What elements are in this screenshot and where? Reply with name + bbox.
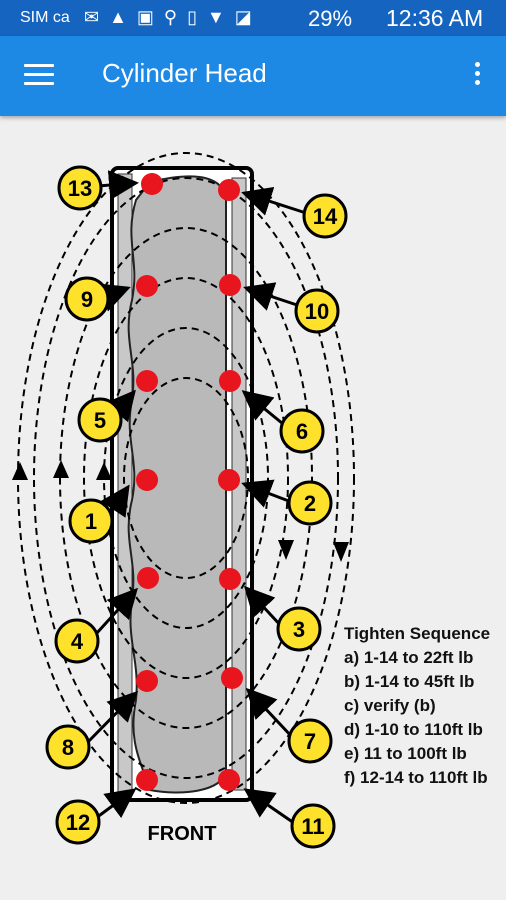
legend-step: b) 1-14 to 45ft lb [344, 672, 475, 691]
bolt-label-12: 12 [66, 810, 90, 835]
bolt-label-4: 4 [71, 629, 84, 654]
bolt-label-14: 14 [313, 204, 338, 229]
bolt-label-8: 8 [62, 735, 74, 760]
legend-step: f) 12-14 to 110ft lb [344, 768, 488, 787]
cylinder-head-diagram: 13 14 9 10 5 6 1 2 4 3 8 7 12 11 FRONT [12, 152, 355, 849]
status-bar: SIM ca ✉▲▣⚲▯▼◪ 29% 12:36 AM [0, 0, 506, 36]
legend-step: e) 11 to 100ft lb [344, 744, 467, 763]
bolt-label-7: 7 [304, 729, 316, 754]
bolt-label-10: 10 [305, 299, 329, 324]
clock: 12:36 AM [386, 5, 484, 31]
legend-title: Tighten Sequence [344, 624, 491, 643]
front-label: FRONT [148, 823, 217, 845]
bolt-label-6: 6 [296, 419, 308, 444]
bolt-label-3: 3 [293, 617, 305, 642]
more-options-icon[interactable] [472, 62, 482, 90]
bolt-label-5: 5 [94, 408, 106, 433]
legend-step: c) verify (b) [344, 696, 436, 715]
notification-icons: ✉▲▣⚲▯▼◪ [84, 7, 262, 27]
legend-step: d) 1-10 to 110ft lb [344, 720, 483, 739]
carrier-label: SIM ca [20, 9, 70, 26]
legend-step: a) 1-14 to 22ft lb [344, 648, 474, 667]
app-bar: Cylinder Head [0, 36, 506, 116]
tighten-sequence-legend: Tighten Sequence a) 1-14 to 22ft lb b) 1… [344, 622, 490, 790]
hamburger-menu-icon[interactable] [24, 64, 54, 88]
bolt-label-2: 2 [304, 491, 316, 516]
bolt-label-1: 1 [85, 509, 97, 534]
bolt-label-13: 13 [68, 176, 92, 201]
page-title: Cylinder Head [102, 58, 267, 88]
bolt-label-9: 9 [81, 287, 93, 312]
bolt-label-11: 11 [301, 814, 324, 839]
battery-percent: 29% [308, 6, 353, 31]
